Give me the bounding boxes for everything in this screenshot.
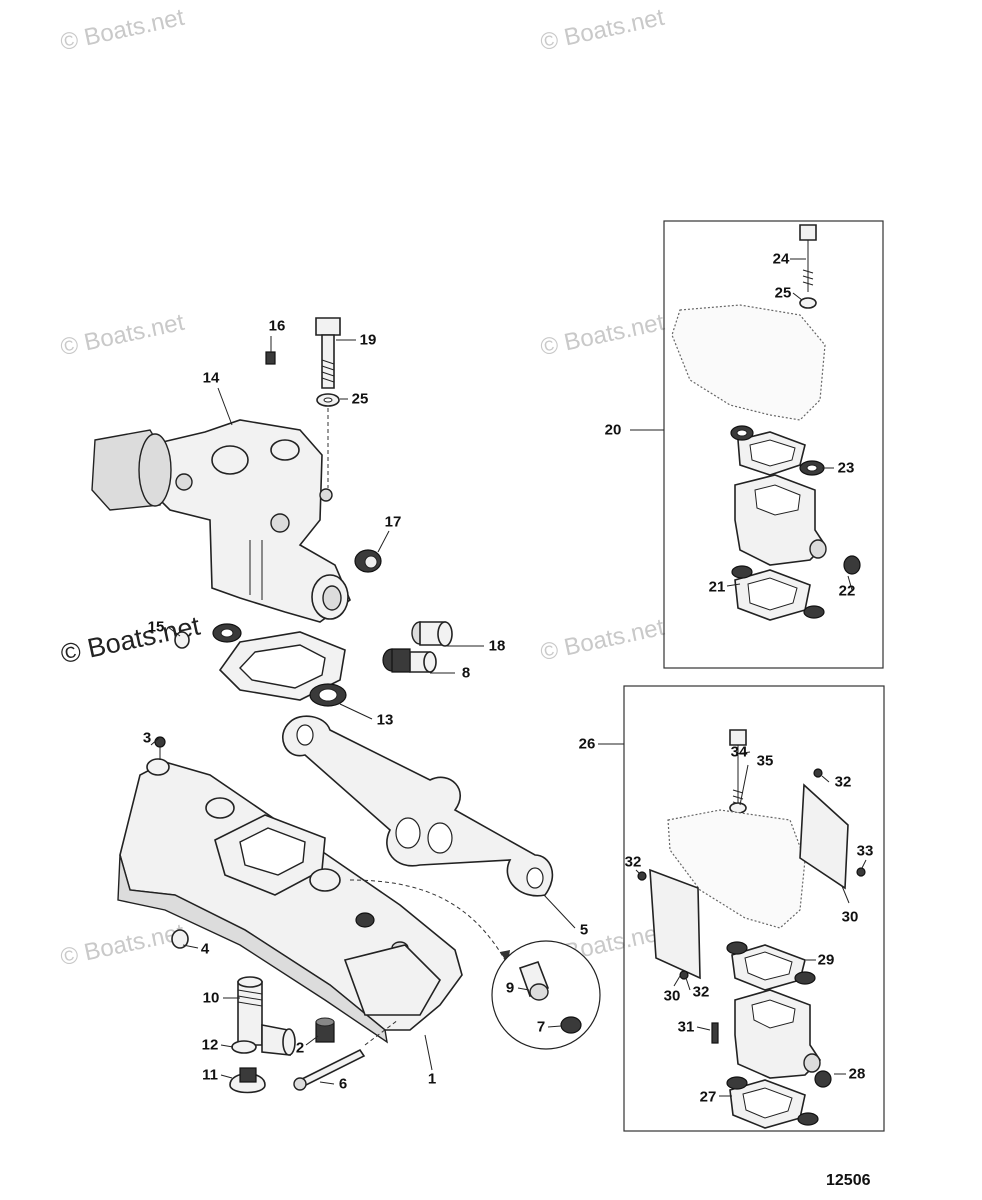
callout-29: 29: [817, 951, 835, 969]
callout-24: 24: [772, 250, 790, 268]
callout-12: 12: [201, 1036, 219, 1054]
callout-30: 30: [841, 908, 859, 926]
callout-28: 28: [848, 1065, 866, 1083]
callout-32: 32: [834, 773, 852, 791]
manifold-gasket-5: [281, 715, 554, 897]
inset-box-bottom: [623, 685, 885, 1132]
callout-16: 16: [268, 317, 286, 335]
callout-17: 17: [384, 513, 402, 531]
callout-5: 5: [579, 921, 589, 939]
plug-28: [814, 1070, 832, 1088]
pipe-plug-16: [265, 351, 276, 365]
screw-33: [856, 867, 866, 877]
callout-33: 33: [856, 842, 874, 860]
plug-15: [174, 631, 190, 649]
callout-31: 31: [677, 1018, 695, 1036]
callout-3: 3: [142, 729, 152, 747]
drain-plug-11: [229, 1067, 266, 1094]
exhaust-manifold: [117, 758, 463, 1044]
callout-14: 14: [202, 369, 220, 387]
callout-15: 15: [147, 618, 165, 636]
fitting-9: [518, 960, 550, 1001]
inset-top-spacer: [734, 474, 827, 566]
callout-35: 35: [756, 752, 774, 770]
callout-22: 22: [838, 582, 856, 600]
plug-4: [171, 929, 189, 949]
inset-bottom-elbow: [667, 729, 806, 929]
elbow-fitting-10: [237, 976, 296, 1056]
callout-4: 4: [200, 940, 210, 958]
leader-lines: [150, 258, 867, 1097]
seal-12: [231, 1040, 257, 1054]
callout-9: 9: [505, 979, 515, 997]
fitting-8: [382, 648, 437, 673]
callout-11: 11: [202, 1066, 218, 1084]
callout-23: 23: [837, 459, 855, 477]
inset-bottom-gasket: [726, 941, 816, 991]
callout-13: 13: [376, 711, 394, 729]
callout-2: 2: [295, 1039, 305, 1057]
callout-32: 32: [692, 983, 710, 1001]
callout-8: 8: [461, 664, 471, 682]
callout-25: 25: [774, 284, 792, 302]
inset-top-gasket-lower: [731, 565, 825, 621]
callout-10: 10: [202, 989, 220, 1007]
gasket-13: [212, 623, 347, 707]
screw-31: [711, 1022, 719, 1044]
callout-25: 25: [351, 390, 369, 408]
block-off-plate-left: [649, 868, 701, 980]
inset-bottom-gasket-lower: [726, 1076, 819, 1129]
callout-18: 18: [488, 637, 506, 655]
callout-21: 21: [708, 578, 726, 596]
screw-32: [679, 970, 689, 980]
bolt-19: [315, 317, 341, 389]
callout-6: 6: [338, 1075, 348, 1093]
fitting-18: [411, 621, 453, 647]
screw-32: [813, 768, 823, 778]
callout-26: 26: [578, 735, 596, 753]
plug-7: [560, 1016, 582, 1034]
inset-top-gasket: [730, 425, 825, 476]
exhaust-elbow: [91, 419, 351, 623]
callout-7: 7: [536, 1018, 546, 1036]
callout-27: 27: [699, 1088, 717, 1106]
callout-30: 30: [663, 987, 681, 1005]
bolt-6: [293, 1048, 366, 1091]
callout-32: 32: [624, 853, 642, 871]
callout-34: 34: [730, 743, 748, 761]
callout-19: 19: [359, 331, 377, 349]
drawing-number: 12506: [826, 1172, 871, 1189]
inset-bottom-spacer: [734, 989, 822, 1079]
inset-top-elbow: [671, 224, 826, 421]
callout-1: 1: [427, 1070, 437, 1088]
inset-box-top: [663, 220, 884, 669]
callout-20: 20: [604, 421, 622, 439]
plug-3: [154, 736, 166, 748]
block-off-plate-right: [799, 783, 849, 890]
plug-22: [843, 555, 861, 575]
